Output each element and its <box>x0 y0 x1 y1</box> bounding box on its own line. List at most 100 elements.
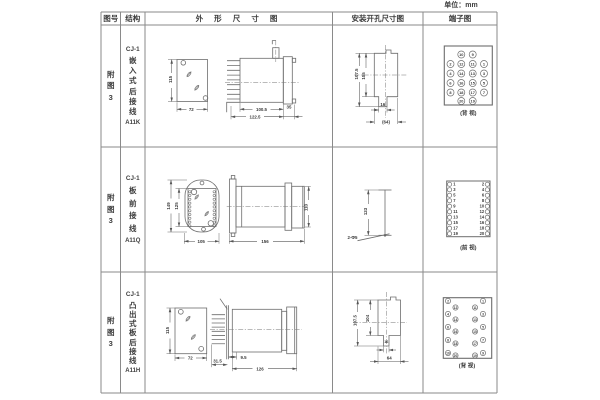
terminal-pin <box>484 231 490 237</box>
terminal-pin <box>452 304 459 311</box>
terminal-pin-number: 19 <box>473 354 477 358</box>
terminal-pin-number: 13 <box>453 215 458 220</box>
terminal-caption-1: (背 视) <box>460 109 477 117</box>
terminal-pin-number: 7 <box>483 90 485 95</box>
terminal-pin-number: 20 <box>454 354 458 358</box>
terminal-pin-number: 17 <box>453 226 458 231</box>
terminal-pin-number: 14 <box>454 318 458 322</box>
terminal-pin <box>472 352 478 359</box>
structure-model-3: CJ-1 <box>125 290 140 298</box>
terminal-pin <box>447 181 453 187</box>
terminal-pin-number: 17 <box>473 342 477 346</box>
terminal-pin-number: 10 <box>446 351 450 355</box>
terminal-pin-number: 7 <box>453 198 456 203</box>
terminal-pin-number: 8 <box>447 338 449 342</box>
dim-label: 126 <box>256 366 264 371</box>
terminal-pin-number: 10 <box>480 204 485 209</box>
terminal-pin-number: 7 <box>482 338 484 342</box>
terminal-pin <box>480 337 486 343</box>
terminal-pin-number: 12 <box>459 61 464 66</box>
terminal-pin <box>468 60 477 68</box>
dim-label: 156 <box>261 239 269 244</box>
dim-label: 35 <box>287 105 292 110</box>
terminal-caption-3: (背 视) <box>459 362 476 370</box>
structure-code-1: A11K <box>125 120 141 127</box>
dim-label: 107.5 <box>354 68 359 80</box>
mounting-drawing-row3: 107.5 104 16 64 <box>353 292 409 364</box>
terminal-pin-number: 14 <box>480 215 485 220</box>
terminal-pin <box>446 69 455 78</box>
terminal-pin-number: 3 <box>483 71 486 76</box>
dim-label: 16 <box>380 102 385 107</box>
terminal-pin-number: 1 <box>483 61 486 66</box>
dim-label: 64 <box>387 356 392 361</box>
header-figure: 图号 <box>103 14 119 23</box>
header-outline: 外 形 尺 寸 图 <box>195 14 282 23</box>
terminal-pin <box>480 60 488 68</box>
terminal-pin <box>457 60 466 68</box>
terminal-pin-number: 6 <box>482 193 485 198</box>
terminal-pin <box>446 88 455 97</box>
terminal-pin <box>468 79 477 87</box>
terminal-pin <box>457 97 466 105</box>
dim-label: 115 <box>165 326 170 334</box>
outline-drawing-row3: 115 72 <box>165 298 302 371</box>
terminal-pin-number: 19 <box>471 98 476 103</box>
figure-cell-3: 附图3 <box>101 272 121 393</box>
dim-label: 125 <box>174 202 179 210</box>
terminal-pin-number: 3 <box>453 187 456 192</box>
terminal-pin-number: 16 <box>459 80 464 85</box>
structure-name-2: 板前接线 <box>129 186 137 233</box>
terminal-pin <box>445 311 451 317</box>
structure-name-1: 嵌入式后接线 <box>129 55 137 117</box>
structure-name-3: 凸出式板后接线 <box>129 300 137 365</box>
terminal-pin-number: 8 <box>482 198 485 203</box>
terminal-pin <box>480 350 486 356</box>
terminal-pin <box>468 88 477 97</box>
figure-label-2: 附图3 <box>107 193 115 226</box>
terminal-pin-number: 15 <box>453 220 458 225</box>
terminal-pin <box>480 79 488 87</box>
terminal-pin-number: 2 <box>449 61 452 66</box>
terminal-pin <box>457 79 466 87</box>
terminal-pin <box>447 225 453 231</box>
terminal-pin-number: 8 <box>449 90 452 95</box>
terminal-pin-number: 10 <box>459 52 463 57</box>
terminal-pin-number: 1 <box>453 182 456 187</box>
terminal-pin <box>484 220 490 226</box>
terminal-pin <box>447 192 453 198</box>
terminal-pin-number: 6 <box>447 325 449 329</box>
terminal-pin <box>468 97 477 105</box>
dim-label: 72 <box>188 356 193 361</box>
terminal-pin-number: 20 <box>480 231 485 236</box>
dim-label: 113 <box>304 203 309 211</box>
structure-code-3: A11H <box>125 368 141 375</box>
terminal-pin <box>480 311 486 317</box>
terminal-pin-number: 11 <box>473 306 477 310</box>
terminal-pin <box>452 328 459 335</box>
terminal-pin <box>484 187 490 193</box>
structure-cell-1: CJ-1 嵌入式后接线 A11K <box>121 25 146 147</box>
terminal-pin <box>484 203 490 209</box>
terminal-pin <box>457 88 466 97</box>
dim-label: 133 <box>363 207 368 215</box>
terminal-pin-number: 13 <box>471 71 476 76</box>
terminal-pin-number: 20 <box>459 98 463 103</box>
terminal-pin <box>484 209 490 215</box>
terminal-pin-number: 6 <box>449 80 452 85</box>
dim-label: (64) <box>382 120 390 125</box>
header-structure: 结构 <box>125 14 141 23</box>
terminal-pin-number: 9 <box>472 52 475 57</box>
dim-label: 9.5 <box>240 355 247 360</box>
terminal-pin-number: 2 <box>482 182 485 187</box>
outline-drawing-row2: 149 125 105 <box>166 175 311 244</box>
structure-model-1: CJ-1 <box>125 45 140 53</box>
header-mounting: 安装开孔尺寸图 <box>351 14 405 23</box>
terminal-pin <box>457 50 466 59</box>
structure-cell-2: CJ-1 板前接线 A11Q <box>121 147 146 272</box>
terminal-pin <box>447 209 453 215</box>
terminal-pin <box>452 340 459 347</box>
dim-label: 107.5 <box>353 314 358 326</box>
